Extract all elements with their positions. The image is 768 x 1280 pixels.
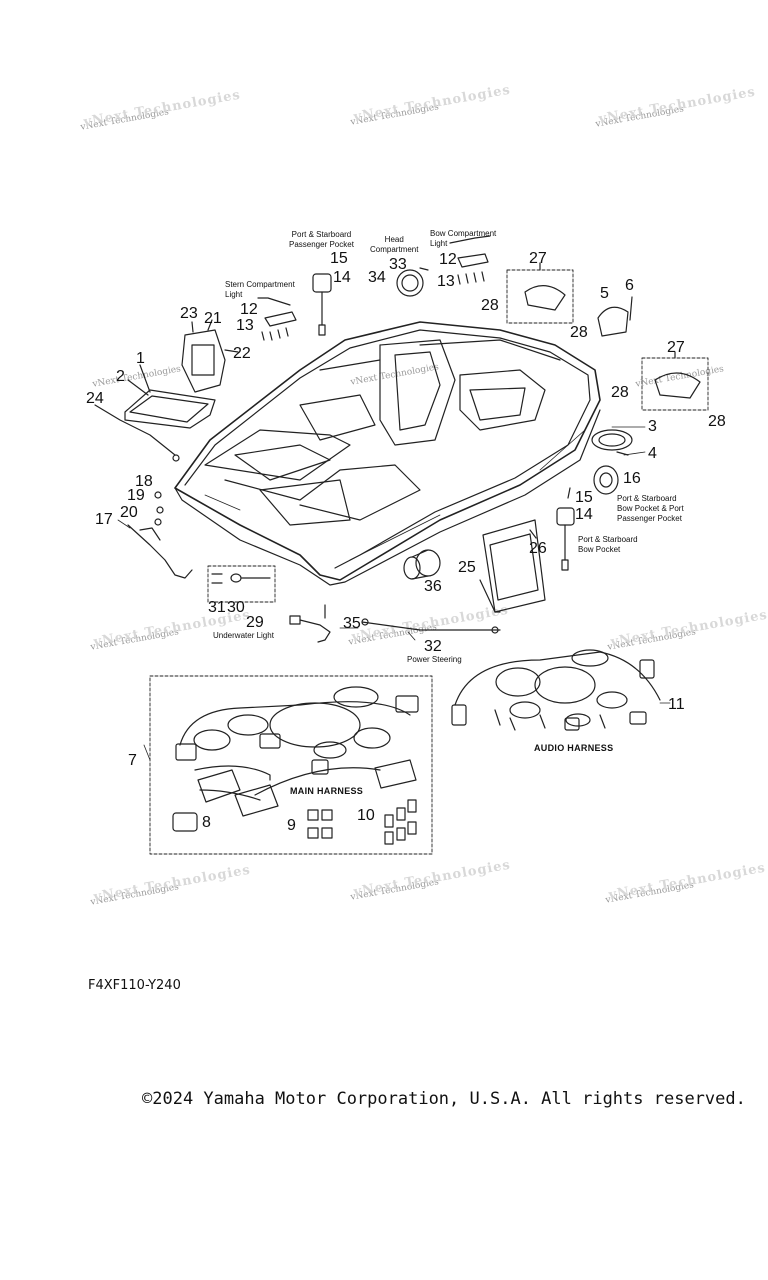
callout-34: 34	[368, 269, 386, 286]
callout-35: 35	[343, 615, 361, 632]
callout-27-lower: 27	[667, 339, 685, 356]
callout-23: 23	[180, 305, 198, 322]
caption-bow-compartment-light: Bow Compartment Light	[430, 229, 497, 248]
pocket-light-drawing-1	[312, 273, 332, 336]
callout-4: 4	[648, 445, 657, 462]
caption-port-bow-pocket: Port & Starboard Bow Pocket	[578, 535, 638, 554]
callout-15-upper: 15	[330, 250, 348, 267]
power-steering-cable-drawing	[361, 621, 501, 631]
callout-13-stern: 13	[236, 317, 254, 334]
callout-33: 33	[389, 256, 407, 273]
callout-28-d: 28	[708, 413, 726, 430]
callout-25: 25	[458, 559, 476, 576]
callout-14-upper: 14	[333, 269, 351, 286]
control-module-drawing	[482, 519, 546, 613]
main-harness-drawing	[172, 686, 419, 845]
callout-28-a: 28	[481, 297, 499, 314]
callout-12-stern: 12	[240, 301, 258, 318]
callout-19: 19	[127, 487, 145, 504]
callout-20: 20	[120, 504, 138, 521]
cable-24-drawing	[94, 404, 176, 456]
caption-passenger-pocket: Port & Starboard Passenger Pocket	[289, 230, 354, 249]
main-harness-box	[149, 675, 433, 855]
callout-13-bow: 13	[437, 273, 455, 290]
callout-22: 22	[233, 345, 251, 362]
callout-10: 10	[357, 807, 375, 824]
callout-32: 32	[424, 638, 442, 655]
copyright-notice: ©2024 Yamaha Motor Corporation, U.S.A. A…	[142, 1089, 746, 1109]
callout-27-upper: 27	[529, 250, 547, 267]
fuse-box-drawing	[181, 319, 239, 393]
callout-12-bow: 12	[439, 251, 457, 268]
bow-light-drawing	[449, 235, 491, 285]
callout-21: 21	[204, 310, 222, 327]
callout-29: 29	[246, 614, 264, 631]
callout-16: 16	[623, 470, 641, 487]
audio-harness-drawing	[451, 649, 661, 731]
callout-18: 18	[135, 473, 153, 490]
battery-box-drawing	[124, 364, 216, 429]
callout-3: 3	[648, 418, 657, 435]
diagram-code: F4XF110-Y240	[88, 978, 181, 993]
callout-14-lower: 14	[575, 506, 593, 523]
part-5-drawing	[597, 306, 629, 337]
callout-5: 5	[600, 285, 609, 302]
leader-lines	[117, 426, 671, 761]
hose-17-drawing	[127, 524, 193, 579]
audio-harness-label: AUDIO HARNESS	[534, 743, 614, 753]
callout-15-lower: 15	[575, 489, 593, 506]
callout-26: 26	[529, 540, 547, 557]
callout-2: 2	[116, 368, 125, 385]
caption-head-compartment: Head Compartment	[370, 235, 419, 254]
callout-28-b: 28	[570, 324, 588, 341]
caption-stern-compartment-light: Stern Compartment Light	[225, 280, 295, 299]
callout-6: 6	[625, 277, 634, 294]
callout-9: 9	[287, 817, 296, 834]
caption-power-steering: Power Steering	[407, 655, 462, 664]
callout-31: 31	[208, 599, 226, 616]
caption-bow-pocket: Port & Starboard Bow Pocket & Port Passe…	[617, 494, 684, 523]
callout-7: 7	[128, 752, 137, 769]
callout-8: 8	[202, 814, 211, 831]
callout-28-c: 28	[611, 384, 629, 401]
boat-hull-drawing	[174, 321, 601, 586]
callout-24: 24	[86, 390, 104, 407]
stern-light-drawing	[257, 297, 297, 341]
callout-1: 1	[136, 350, 145, 367]
caption-underwater-light: Underwater Light	[213, 631, 274, 640]
callout-11: 11	[668, 696, 685, 713]
callout-36: 36	[424, 578, 442, 595]
callout-30: 30	[227, 599, 245, 616]
head-compartment-light-drawing	[396, 267, 429, 297]
callout-17: 17	[95, 511, 113, 528]
main-harness-label: MAIN HARNESS	[290, 786, 364, 796]
